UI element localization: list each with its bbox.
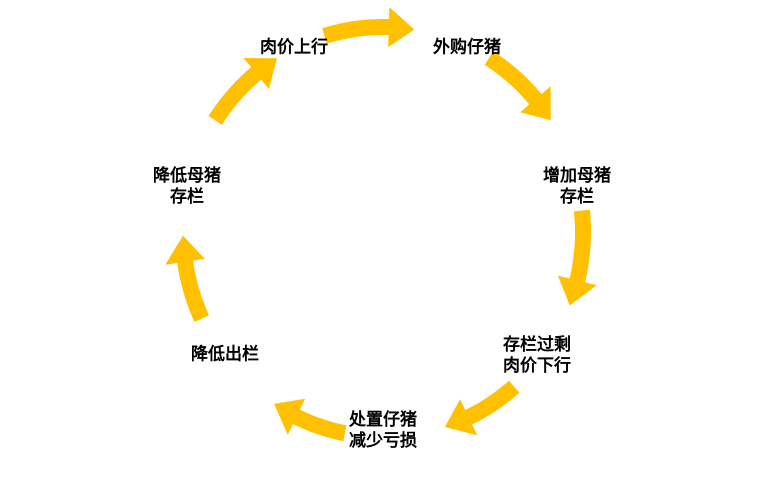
cycle-arrow-icon (165, 235, 209, 322)
cycle-arrow-icon (274, 398, 347, 442)
node-line: 外购仔猪 (433, 37, 501, 58)
cycle-arrow-icon (322, 7, 415, 48)
node-increase-sow-stock: 增加母猪 存栏 (543, 166, 611, 208)
node-line: 存栏过剩 (503, 335, 571, 355)
node-reduce-slaughter: 降低出栏 (191, 345, 259, 366)
node-meat-price-up: 肉价上行 (260, 38, 328, 59)
node-line: 肉价上行 (260, 37, 328, 58)
cycle-arrow-icon (557, 209, 597, 306)
node-line: 降低出栏 (191, 344, 259, 365)
arrows-group (165, 7, 597, 442)
node-line: 处置仔猪 (349, 410, 417, 430)
node-line: 肉价下行 (503, 356, 571, 376)
node-overstock-price-down: 存栏过剩 肉价下行 (503, 335, 571, 377)
node-line: 减少亏损 (349, 431, 417, 451)
node-buy-piglets: 外购仔猪 (433, 38, 501, 59)
node-dispose-piglets: 处置仔猪 减少亏损 (349, 410, 417, 452)
node-line: 存栏 (560, 187, 594, 207)
cycle-arrow-icon (444, 380, 520, 436)
node-line: 存栏 (170, 187, 204, 207)
node-line: 降低母猪 (153, 166, 221, 186)
node-line: 增加母猪 (543, 166, 611, 186)
cycle-arrow-icon (484, 51, 551, 121)
cycle-arrow-icon (208, 58, 277, 125)
node-reduce-sow-stock: 降低母猪 存栏 (153, 166, 221, 208)
